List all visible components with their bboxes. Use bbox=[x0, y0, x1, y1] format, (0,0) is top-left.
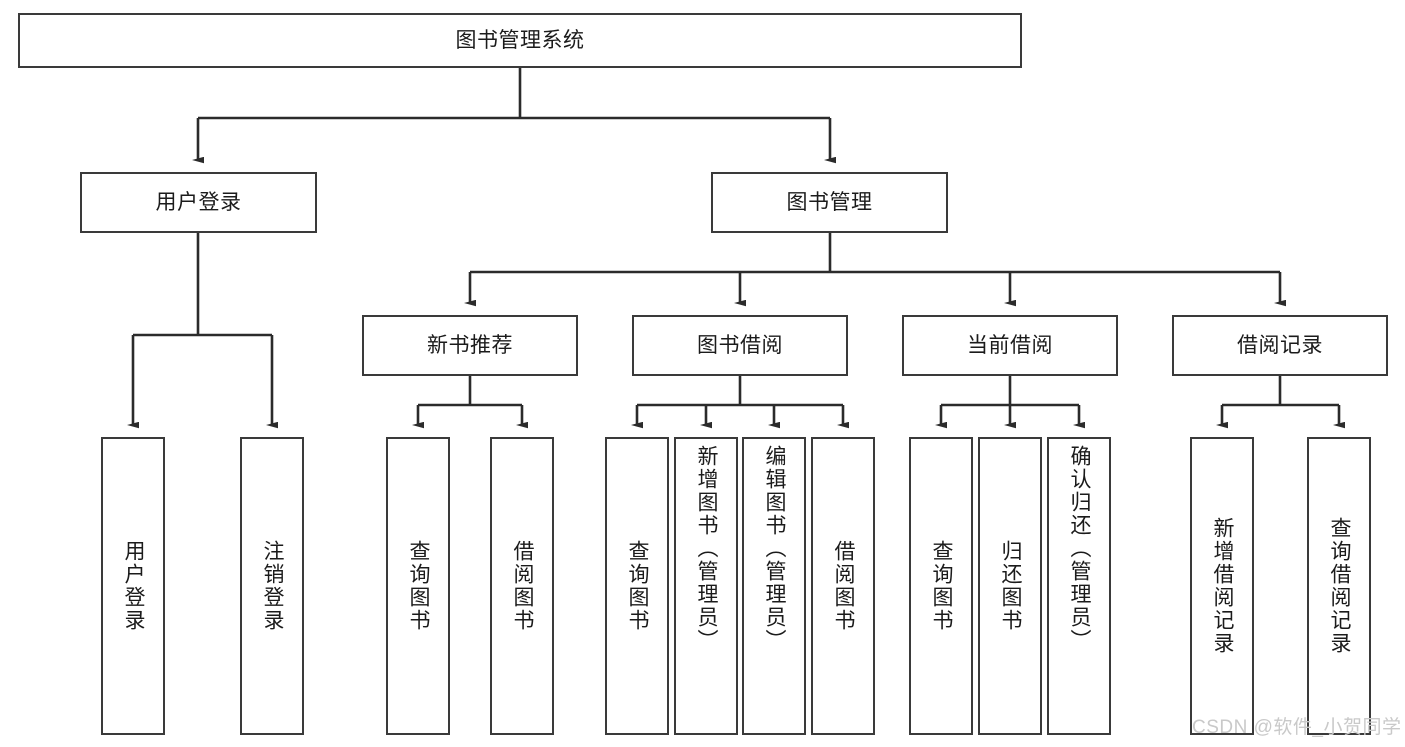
leaf-borrow-book-recommend[interactable]: 借阅图书 bbox=[490, 437, 554, 735]
node-label: 用户登录 bbox=[155, 190, 242, 214]
leaf-return-book[interactable]: 归还图书 bbox=[978, 437, 1042, 735]
node-root-book-management-system[interactable]: 图书管理系统 bbox=[18, 13, 1022, 68]
csdn-watermark: CSDN @软件_小贺同学 bbox=[1192, 717, 1402, 738]
node-label: 查询图书 bbox=[930, 540, 954, 632]
node-label: 编辑图书（管理员） bbox=[763, 445, 787, 652]
node-label: 查询图书 bbox=[407, 540, 431, 632]
node-borrow-record[interactable]: 借阅记录 bbox=[1172, 315, 1388, 376]
node-label: 查询图书 bbox=[626, 540, 650, 632]
node-label: 借阅记录 bbox=[1237, 333, 1323, 357]
node-label: 注销登录 bbox=[261, 540, 285, 632]
node-label: 确认归还（管理员） bbox=[1068, 445, 1092, 652]
node-label: 归还图书 bbox=[999, 540, 1023, 632]
node-label: 图书管理 bbox=[786, 190, 873, 214]
leaf-query-book-borrow[interactable]: 查询图书 bbox=[605, 437, 669, 735]
node-label: 借阅图书 bbox=[832, 540, 856, 632]
node-label: 新书推荐 bbox=[427, 333, 513, 357]
leaf-query-borrow-record[interactable]: 查询借阅记录 bbox=[1307, 437, 1371, 735]
node-current-borrow[interactable]: 当前借阅 bbox=[902, 315, 1118, 376]
node-label: 当前借阅 bbox=[967, 333, 1053, 357]
node-new-book-recommend[interactable]: 新书推荐 bbox=[362, 315, 578, 376]
node-label: 借阅图书 bbox=[511, 540, 535, 632]
node-label: 查询借阅记录 bbox=[1328, 517, 1352, 655]
node-label: 图书管理系统 bbox=[455, 28, 585, 52]
leaf-add-book-admin[interactable]: 新增图书（管理员） bbox=[674, 437, 738, 735]
leaf-user-login[interactable]: 用户登录 bbox=[101, 437, 165, 735]
leaf-query-book-current[interactable]: 查询图书 bbox=[909, 437, 973, 735]
node-label: 图书借阅 bbox=[697, 333, 783, 357]
node-label: 新增图书（管理员） bbox=[695, 445, 719, 652]
node-label: 用户登录 bbox=[122, 540, 146, 632]
node-book-management[interactable]: 图书管理 bbox=[711, 172, 948, 233]
leaf-borrow-book[interactable]: 借阅图书 bbox=[811, 437, 875, 735]
leaf-add-borrow-record[interactable]: 新增借阅记录 bbox=[1190, 437, 1254, 735]
leaf-logout[interactable]: 注销登录 bbox=[240, 437, 304, 735]
leaf-confirm-return-admin[interactable]: 确认归还（管理员） bbox=[1047, 437, 1111, 735]
leaf-query-book-recommend[interactable]: 查询图书 bbox=[386, 437, 450, 735]
node-label: 新增借阅记录 bbox=[1211, 517, 1235, 655]
node-book-borrow[interactable]: 图书借阅 bbox=[632, 315, 848, 376]
node-user-login[interactable]: 用户登录 bbox=[80, 172, 317, 233]
leaf-edit-book-admin[interactable]: 编辑图书（管理员） bbox=[742, 437, 806, 735]
